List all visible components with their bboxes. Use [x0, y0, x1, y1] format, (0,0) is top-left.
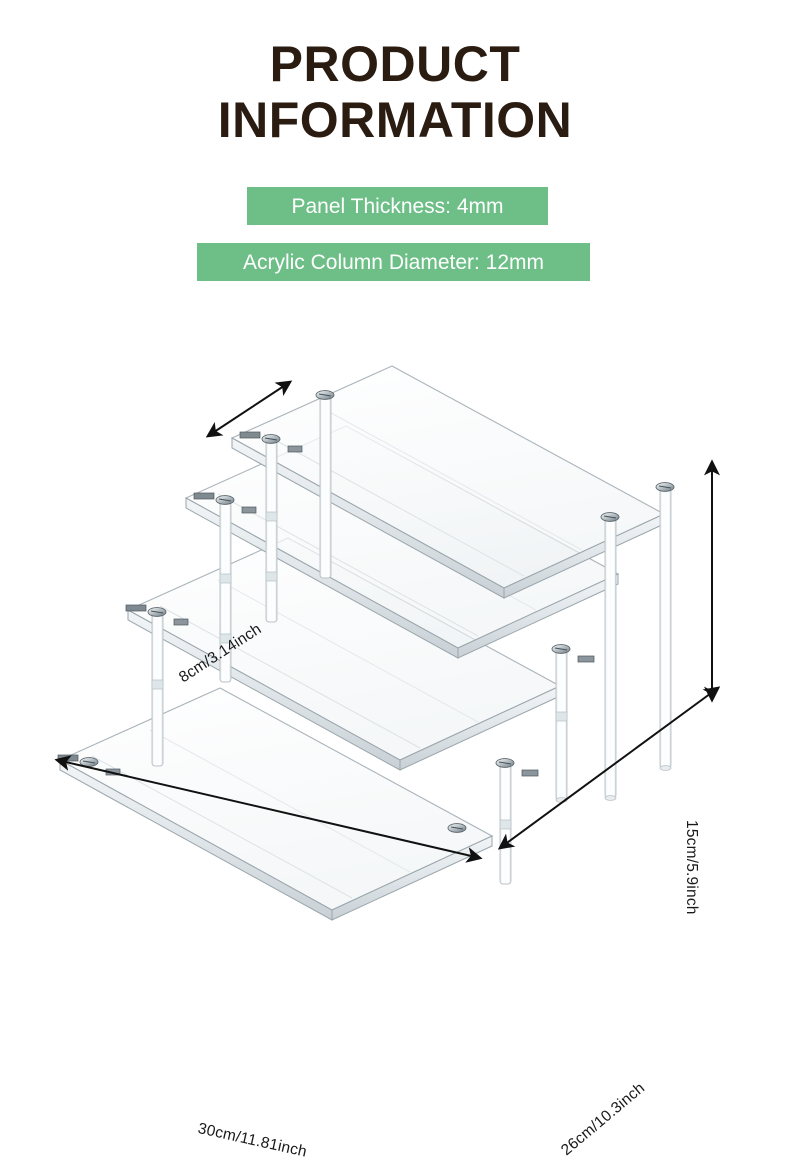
screw-cap	[315, 390, 335, 400]
screw-cap	[447, 823, 467, 833]
dimension-label-width: 30cm/11.81inch	[196, 1120, 309, 1161]
spec-badge-column-diameter: Acrylic Column Diameter: 12mm	[197, 243, 590, 281]
dimension-line-width	[54, 755, 483, 863]
shelf-tier-1	[230, 365, 666, 599]
product-illustration: 8cm/3.14inch 15cm/5.9inch 30cm/11.81inch…	[0, 320, 790, 1161]
dimension-label-height: 15cm/5.9inch	[683, 820, 700, 915]
product-information-page: PRODUCT INFORMATION Panel Thickness: 4mm…	[0, 36, 790, 1161]
title-line-product: PRODUCT	[269, 36, 521, 92]
title-line-information: INFORMATION	[217, 92, 573, 148]
acrylic-riser-drawing	[54, 365, 721, 921]
support-column	[151, 613, 164, 767]
screw-cap	[655, 482, 675, 492]
spec-badge-column-diameter-label: Acrylic Column Diameter: 12mm	[242, 250, 545, 274]
dimension-label-length: 26cm/10.3inch	[558, 1079, 649, 1160]
page-title: PRODUCT INFORMATION	[0, 36, 790, 148]
screw-cap	[551, 644, 595, 663]
spec-badge-panel-thickness: Panel Thickness: 4mm	[247, 187, 548, 225]
support-column	[265, 439, 278, 623]
screw-cap	[125, 604, 189, 626]
support-column	[219, 501, 232, 683]
support-column	[604, 517, 617, 801]
support-column	[659, 487, 672, 771]
support-column	[499, 763, 512, 885]
support-column	[555, 649, 568, 803]
dimension-line-depth	[205, 380, 293, 438]
dimension-line-length	[497, 686, 721, 850]
screw-cap	[600, 512, 620, 522]
support-column	[319, 395, 332, 579]
spec-badge-panel-thickness-label: Panel Thickness: 4mm	[291, 194, 504, 218]
screw-cap	[193, 492, 257, 514]
